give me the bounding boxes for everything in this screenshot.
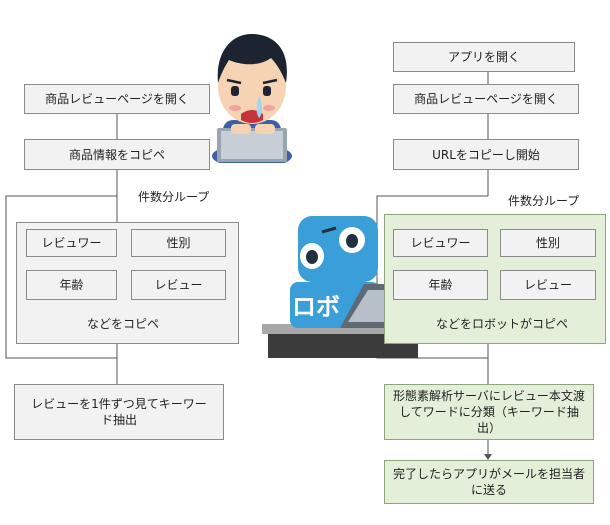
left-field-gender-label: 性別 xyxy=(166,236,191,250)
right-copy-url-start: URLをコピーし開始 xyxy=(393,139,579,170)
right-notify-mail: 完了したらアプリがメールを担当者に送る xyxy=(384,460,594,504)
right-morph-analysis-label: 形態素解析サーバにレビュー本文渡してワードに分類（キーワード抽出） xyxy=(393,389,585,435)
left-copy-product-info: 商品情報をコピペ xyxy=(24,139,210,170)
left-copy-product-info-label: 商品情報をコピペ xyxy=(68,147,165,162)
right-field-review: レビュー xyxy=(500,270,596,300)
right-field-age: 年齢 xyxy=(393,270,488,300)
right-robot-copy-etc: などをロボットがコピペ xyxy=(436,317,569,331)
left-field-age: 年齢 xyxy=(26,270,117,300)
left-field-review: レビュー xyxy=(131,270,226,300)
right-field-review-label: レビュー xyxy=(523,278,572,292)
right-field-gender-label: 性別 xyxy=(535,236,560,250)
right-field-age-label: 年齢 xyxy=(428,278,453,292)
right-field-reviewer: レビュワー xyxy=(393,229,488,257)
left-extract-keywords-label: レビューを1件ずつ見てキーワード抽出 xyxy=(31,397,207,427)
right-field-gender: 性別 xyxy=(500,229,596,257)
left-field-age-label: 年齢 xyxy=(59,278,84,292)
left-open-review-page-label: 商品レビューページを開く xyxy=(45,92,189,106)
right-copy-url-start-label: URLをコピーし開始 xyxy=(432,147,540,162)
left-copy-etc: などをコピペ xyxy=(87,317,160,331)
right-notify-mail-label: 完了したらアプリがメールを担当者に送る xyxy=(393,467,586,497)
robot-label: ロボ xyxy=(292,293,340,321)
left-field-reviewer-label: レビュワー xyxy=(41,236,102,250)
left-field-gender: 性別 xyxy=(131,229,226,257)
right-field-reviewer-label: レビュワー xyxy=(410,236,471,250)
left-open-review-page: 商品レビューページを開く xyxy=(24,84,210,114)
right-open-review-page-label: 商品レビューページを開く xyxy=(414,92,558,106)
right-loop-label: 件数分ループ xyxy=(508,194,580,208)
right-open-review-page: 商品レビューページを開く xyxy=(393,84,579,114)
left-field-reviewer: レビュワー xyxy=(26,229,117,257)
left-loop-label: 件数分ループ xyxy=(138,190,210,204)
right-open-app: アプリを開く xyxy=(393,42,575,72)
worried-person-illustration xyxy=(212,33,292,163)
right-open-app-label: アプリを開く xyxy=(447,50,520,64)
left-field-review-label: レビュー xyxy=(154,278,203,292)
left-extract-keywords: レビューを1件ずつ見てキーワード抽出 xyxy=(14,384,224,440)
right-morph-analysis: 形態素解析サーバにレビュー本文渡してワードに分類（キーワード抽出） xyxy=(384,384,594,440)
